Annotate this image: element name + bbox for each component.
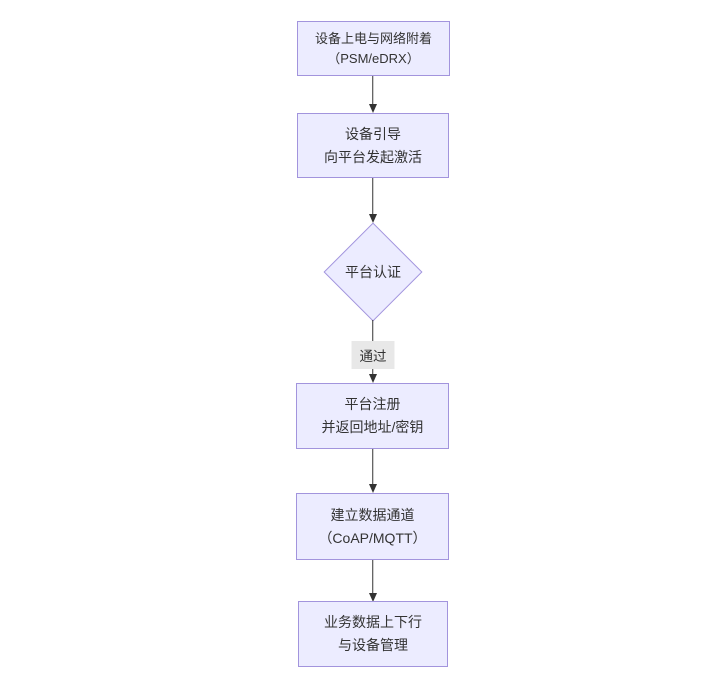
- arrow-shaft: [371, 449, 374, 485]
- node-text-line: 向平台发起激活: [324, 148, 422, 165]
- arrow-head-icon: [368, 484, 377, 493]
- arrow-head-icon: [368, 374, 377, 383]
- node-text-line: 平台认证: [345, 263, 401, 280]
- node-text-line: 设备引导: [345, 125, 401, 142]
- arrow-head-icon: [368, 593, 377, 602]
- node-text-line: 并返回地址/密钥: [321, 419, 424, 435]
- flow-arrow-4: [368, 449, 377, 493]
- edge-label-pass: 通过: [351, 341, 395, 369]
- flow-node-bootstrap: 设备引导 向平台发起激活: [297, 113, 449, 178]
- node-text-line: 与设备管理: [338, 637, 408, 653]
- arrow-shaft: [371, 76, 374, 105]
- flow-node-business: 业务数据上下行 与设备管理: [298, 601, 448, 667]
- node-text-line: （PSM/eDRX）: [327, 50, 420, 66]
- flow-node-power-attach: 设备上电与网络附着 （PSM/eDRX）: [297, 21, 450, 76]
- node-text-line: 建立数据通道: [330, 506, 415, 523]
- node-text-line: 设备上电与网络附着: [314, 30, 432, 46]
- flow-arrow-1: [368, 76, 377, 113]
- flow-node-register: 平台注册 并返回地址/密钥: [296, 383, 449, 449]
- flow-arrow-2: [368, 178, 377, 223]
- flow-node-data-channel: 建立数据通道 （CoAP/MQTT）: [296, 493, 449, 560]
- node-text-line: （CoAP/MQTT）: [318, 529, 427, 546]
- flow-arrow-5: [368, 560, 377, 602]
- arrow-head-icon: [368, 104, 377, 113]
- arrow-head-icon: [368, 214, 377, 223]
- node-text-line: 业务数据上下行: [324, 614, 422, 630]
- arrow-shaft: [371, 560, 374, 594]
- flow-decision-platform-auth: 平台认证: [322, 222, 424, 321]
- node-text-line: 平台注册: [344, 396, 401, 412]
- arrow-shaft: [371, 178, 374, 215]
